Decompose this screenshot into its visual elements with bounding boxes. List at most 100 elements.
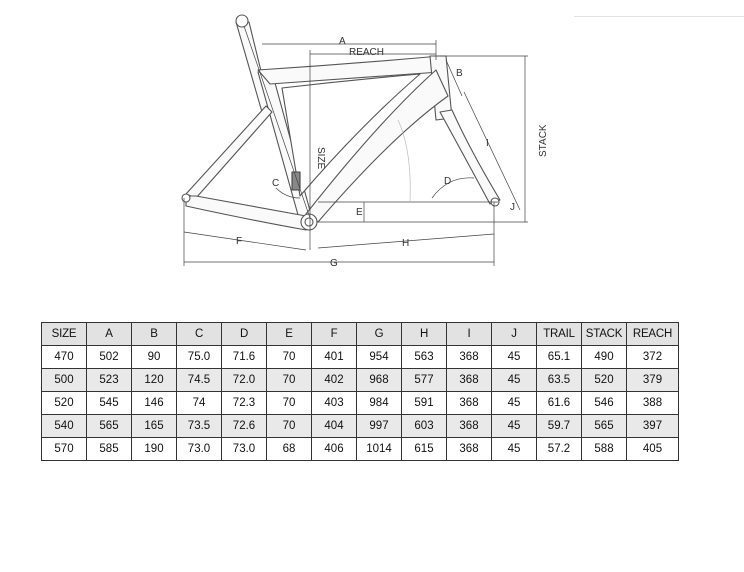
- table-cell: 470: [41, 345, 87, 369]
- table-cell: 70: [266, 368, 312, 392]
- label-stack: STACK: [538, 124, 549, 157]
- table-cell: 397: [626, 414, 679, 438]
- col-header: A: [86, 322, 132, 346]
- table-cell: 72.6: [221, 414, 267, 438]
- table-cell: 368: [446, 391, 492, 415]
- table-cell: 402: [311, 368, 357, 392]
- table-header-row: SIZE A B C D E F G H I J TRAIL STACK REA…: [41, 322, 679, 346]
- geometry-table: SIZE A B C D E F G H I J TRAIL STACK REA…: [41, 322, 679, 461]
- table-cell: 406: [311, 437, 357, 461]
- label-h: H: [402, 238, 409, 249]
- dim-b: [445, 59, 463, 97]
- table-cell: 372: [626, 345, 679, 369]
- table-cell: 73.0: [221, 437, 267, 461]
- col-header: I: [446, 322, 492, 346]
- col-header: SIZE: [41, 322, 87, 346]
- table-cell: 70: [266, 345, 312, 369]
- dim-i: [463, 91, 521, 211]
- table-cell: 74.5: [176, 368, 222, 392]
- table-cell: 570: [41, 437, 87, 461]
- table-cell: 520: [581, 368, 627, 392]
- table-cell: 520: [41, 391, 87, 415]
- table-cell: 90: [131, 345, 177, 369]
- frame-geometry-diagram: A REACH B SIZE STACK I C D E J F H G: [181, 14, 549, 269]
- table-cell: 577: [401, 368, 447, 392]
- table-cell: 388: [626, 391, 679, 415]
- dim-h: [317, 233, 495, 249]
- dim-size: [243, 25, 311, 219]
- table-cell: 379: [626, 368, 679, 392]
- table-cell: 404: [311, 414, 357, 438]
- table-row: 520 545 146 74 72.3 70 403 984 591 368 4…: [41, 391, 679, 415]
- table-cell: 61.6: [536, 391, 582, 415]
- label-g: G: [330, 258, 338, 269]
- label-d: D: [444, 176, 451, 187]
- table-cell: 585: [86, 437, 132, 461]
- table-cell: 1014: [356, 437, 402, 461]
- table-cell: 73.0: [176, 437, 222, 461]
- table-cell: 45: [491, 414, 537, 438]
- table-cell: 73.5: [176, 414, 222, 438]
- table-cell: 70: [266, 391, 312, 415]
- label-b: B: [456, 68, 463, 79]
- table-cell: 615: [401, 437, 447, 461]
- fork: [439, 109, 501, 205]
- table-cell: 545: [86, 391, 132, 415]
- bottom-bracket: [300, 213, 318, 231]
- saddle-clamp: [235, 14, 249, 28]
- col-header: G: [356, 322, 402, 346]
- table-cell: 490: [581, 345, 627, 369]
- table-cell: 984: [356, 391, 402, 415]
- table-cell: 120: [131, 368, 177, 392]
- divider-line: [574, 16, 744, 17]
- table-cell: 146: [131, 391, 177, 415]
- dim-c: [275, 187, 301, 199]
- table-row: 570 585 190 73.0 73.0 68 406 1014 615 36…: [41, 437, 679, 461]
- table-cell: 45: [491, 368, 537, 392]
- table-cell: 57.2: [536, 437, 582, 461]
- table-cell: 565: [581, 414, 627, 438]
- table-cell: 405: [626, 437, 679, 461]
- dim-d: [431, 177, 475, 199]
- table-cell: 588: [581, 437, 627, 461]
- label-f: F: [236, 236, 242, 247]
- table-cell: 546: [581, 391, 627, 415]
- table-cell: 72.0: [221, 368, 267, 392]
- table-cell: 165: [131, 414, 177, 438]
- table-cell: 368: [446, 414, 492, 438]
- dim-f: [183, 231, 307, 251]
- label-e: E: [356, 207, 363, 218]
- table-cell: 71.6: [221, 345, 267, 369]
- label-size: SIZE: [315, 147, 326, 170]
- col-header: C: [176, 322, 222, 346]
- table-cell: 502: [86, 345, 132, 369]
- col-header: B: [131, 322, 177, 346]
- table-cell: 45: [491, 345, 537, 369]
- table-cell: 603: [401, 414, 447, 438]
- label-j: J: [510, 202, 515, 213]
- table-cell: 403: [311, 391, 357, 415]
- table-cell: 72.3: [221, 391, 267, 415]
- col-header: STACK: [581, 322, 627, 346]
- rear-dropout: [181, 193, 191, 203]
- table-cell: 75.0: [176, 345, 222, 369]
- seatstay: [185, 105, 273, 199]
- col-header: F: [311, 322, 357, 346]
- table-cell: 591: [401, 391, 447, 415]
- table-cell: 500: [41, 368, 87, 392]
- table-cell: 368: [446, 437, 492, 461]
- table-cell: 65.1: [536, 345, 582, 369]
- col-header: D: [221, 322, 267, 346]
- chainstay: [185, 195, 307, 231]
- table-cell: 368: [446, 368, 492, 392]
- table-row: 540 565 165 73.5 72.6 70 404 997 603 368…: [41, 414, 679, 438]
- table-cell: 523: [86, 368, 132, 392]
- table-cell: 954: [356, 345, 402, 369]
- table-row: 470 502 90 75.0 71.6 70 401 954 563 368 …: [41, 345, 679, 369]
- table-cell: 540: [41, 414, 87, 438]
- table-cell: 74: [176, 391, 222, 415]
- col-header: REACH: [626, 322, 679, 346]
- col-header: H: [401, 322, 447, 346]
- table-cell: 401: [311, 345, 357, 369]
- label-c: C: [272, 178, 279, 189]
